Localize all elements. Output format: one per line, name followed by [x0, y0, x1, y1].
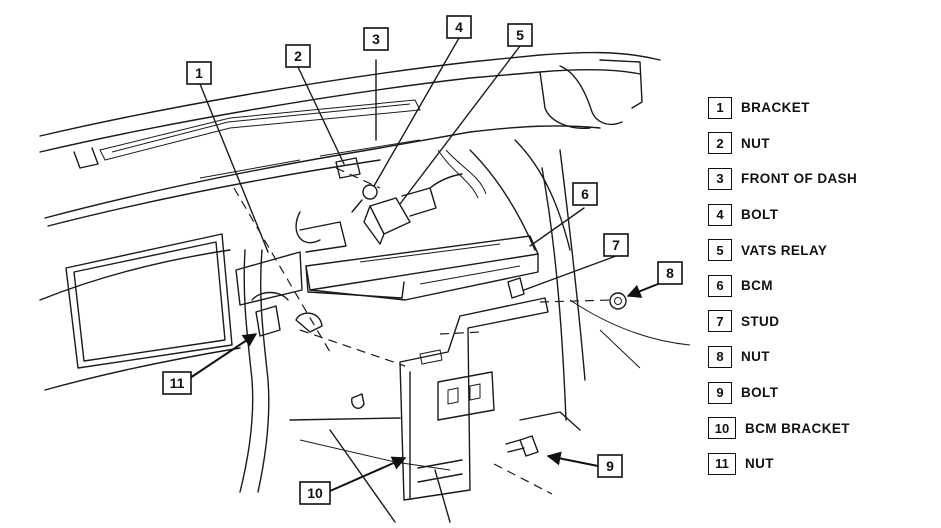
legend-item-number: 11: [708, 452, 736, 475]
direction-arrows: [189, 283, 659, 492]
legend-item-label: BOLT: [741, 207, 779, 223]
legend-item-label: NUT: [741, 349, 770, 365]
exploded-parts-diagram: 1 2 3 4 5 6 7 8 9 10 11: [39, 15, 691, 523]
legend-item-number: 8: [708, 345, 732, 368]
callout-10-label: 10: [307, 485, 323, 501]
legend-item-label: VATS RELAY: [741, 242, 828, 258]
legend-item: 1 BRACKET: [708, 90, 933, 126]
legend-item: 6 BCM: [708, 268, 933, 304]
callout-10: 10: [299, 481, 331, 505]
grommet-shape: [351, 393, 365, 409]
radio-display: [65, 233, 233, 369]
screw-bolt-shape: [505, 435, 539, 457]
legend-item: 5 VATS RELAY: [708, 232, 933, 268]
callout-5-label: 5: [516, 27, 524, 43]
legend-item-number: 1: [708, 96, 732, 119]
legend-item: 10 BCM BRACKET: [708, 410, 933, 446]
legend-item: 3 FRONT OF DASH: [708, 161, 933, 197]
callout-1-label: 1: [195, 65, 203, 81]
callout-7: 7: [603, 233, 629, 257]
vats-relay-shape: [363, 173, 463, 245]
legend-item: 2 NUT: [708, 126, 933, 162]
callout-2: 2: [285, 44, 311, 68]
legend-item-number: 4: [708, 203, 732, 226]
legend-item-number: 7: [708, 310, 732, 333]
callout-3: 3: [363, 27, 389, 51]
callout-8: 8: [657, 261, 683, 285]
legend-item-label: STUD: [741, 313, 780, 329]
legend-item-label: BCM: [741, 278, 773, 294]
callout-2-label: 2: [294, 48, 302, 64]
legend-item-number: 3: [708, 167, 732, 190]
callout-1: 1: [186, 61, 212, 85]
lower-nut-shape: [251, 291, 289, 337]
legend-item: 9 BOLT: [708, 375, 933, 411]
wiring-harness: [235, 149, 487, 493]
callout-9: 9: [597, 454, 623, 478]
bcm-bracket-shape: [399, 297, 549, 501]
bolt-shape: [351, 184, 378, 213]
callout-7-label: 7: [612, 237, 620, 253]
callout-4: 4: [446, 15, 472, 39]
legend-item-number: 6: [708, 274, 732, 297]
callout-6-label: 6: [581, 186, 589, 202]
legend-item-number: 9: [708, 381, 732, 404]
stud-shape: [507, 277, 525, 299]
callout-11-label: 11: [170, 375, 185, 391]
legend-item: 4 BOLT: [708, 197, 933, 233]
legend-item: 7 STUD: [708, 304, 933, 340]
legend-item-label: BRACKET: [741, 100, 810, 116]
bcm-module-shape: [305, 235, 539, 301]
dashboard-outline: [39, 51, 691, 523]
alignment-lines: [233, 167, 613, 495]
legend-item: 8 NUT: [708, 339, 933, 375]
legend-item-label: FRONT OF DASH: [741, 171, 858, 187]
legend-item-label: BCM BRACKET: [745, 420, 850, 436]
legend-item-label: NUT: [745, 456, 774, 472]
callout-8-label: 8: [666, 265, 674, 281]
callout-5: 5: [507, 23, 533, 47]
nut-shape: [335, 157, 361, 179]
hex-nut-shape: [609, 292, 627, 310]
legend-item: 11 NUT: [708, 446, 933, 482]
leader-lines: [199, 37, 617, 291]
legend-item-label: BOLT: [741, 385, 779, 401]
callout-11: 11: [162, 371, 192, 395]
callout-4-label: 4: [455, 19, 463, 35]
legend-item-number: 10: [708, 417, 736, 440]
legend-item-number: 2: [708, 132, 732, 155]
callout-3-label: 3: [372, 31, 380, 47]
parts-legend: 1 BRACKET 2 NUT 3 FRONT OF DASH 4 BOLT 5…: [708, 90, 933, 482]
clip-shape: [295, 312, 323, 333]
callout-9-label: 9: [606, 458, 614, 474]
callout-6: 6: [572, 182, 598, 206]
legend-item-number: 5: [708, 239, 732, 262]
legend-item-label: NUT: [741, 135, 770, 151]
